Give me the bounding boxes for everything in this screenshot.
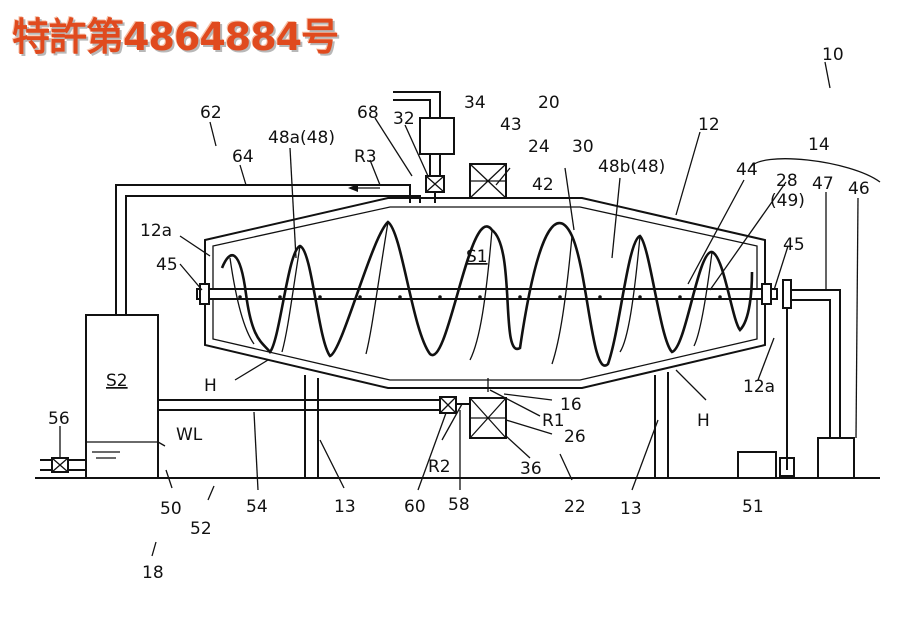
label-54: 54: [246, 497, 268, 517]
tank-S2: [85, 314, 159, 479]
shaft-flange: [782, 279, 792, 309]
label-S2: S2: [106, 371, 128, 391]
drain-valve-56-x: [51, 457, 69, 473]
water-level: [86, 441, 158, 459]
label-R2: R2: [428, 457, 451, 477]
leader-lines: [59, 61, 859, 557]
label-56: 56: [48, 409, 70, 429]
label-44: 44: [736, 160, 758, 180]
label-R3: R3: [354, 147, 377, 167]
label-47: 47: [812, 174, 834, 194]
label-12a-left: 12a: [140, 221, 172, 241]
label-45-right: 45: [783, 235, 805, 255]
label-R1: R1: [542, 411, 565, 431]
patent-number-title: 特許第4864884号: [12, 15, 339, 59]
flow-arrow-R3-head: [348, 184, 358, 192]
label-16: 16: [560, 395, 582, 415]
label-12a-right: 12a: [743, 377, 775, 397]
label-10: 10: [822, 45, 844, 65]
label-48b: 48b(48): [598, 157, 665, 177]
label-62: 62: [200, 103, 222, 123]
return-pipe-inner: [125, 195, 421, 315]
rotating-shaft: [196, 288, 778, 300]
helical-blade-back: [229, 221, 713, 365]
return-pipe: [115, 184, 411, 315]
valve-60-x: [439, 396, 457, 414]
label-58: 58: [448, 495, 470, 515]
label-60: 60: [404, 497, 426, 517]
drive-motor-46: [817, 437, 855, 479]
label-18: 18: [142, 563, 164, 583]
label-28: 28: [776, 171, 798, 191]
label-51: 51: [742, 497, 764, 517]
bottom-seal-26-x: [469, 397, 507, 439]
shaft-holes: [238, 295, 722, 299]
label-WL: WL: [176, 425, 203, 445]
label-34: 34: [464, 93, 486, 113]
label-45-left: 45: [156, 255, 178, 275]
label-13-a: 13: [334, 497, 356, 517]
label-14: 14: [808, 135, 830, 155]
label-12: 12: [698, 115, 720, 135]
label-13-b: 13: [620, 499, 642, 519]
leg-right: [654, 372, 669, 478]
vent-box: [419, 117, 455, 155]
bearing-left: [199, 283, 210, 305]
label-H-left: H: [204, 376, 217, 396]
drum-outer-shell: [204, 197, 766, 389]
label-49: (49): [770, 191, 805, 211]
label-32: 32: [393, 109, 415, 129]
leg-left: [304, 375, 319, 478]
label-20: 20: [538, 93, 560, 113]
label-42: 42: [532, 175, 554, 195]
label-24: 24: [528, 137, 550, 157]
drum-inner-wall: [212, 206, 758, 381]
drive-rod: [779, 308, 795, 477]
label-43: 43: [500, 115, 522, 135]
label-H-right: H: [697, 411, 710, 431]
drive-pipe: [791, 289, 841, 438]
label-S1: S1: [466, 247, 488, 267]
label-36: 36: [520, 459, 542, 479]
label-52: 52: [190, 519, 212, 539]
label-26: 26: [564, 427, 586, 447]
bearing-right: [761, 283, 772, 305]
valve-32-x: [425, 175, 445, 193]
label-22: 22: [564, 497, 586, 517]
label-46: 46: [848, 179, 870, 199]
label-68: 68: [357, 103, 379, 123]
unit-51: [737, 451, 777, 479]
label-48a: 48a(48): [268, 128, 335, 148]
label-30: 30: [572, 137, 594, 157]
brace-14: [749, 158, 881, 183]
supply-pipe-54: [158, 399, 440, 411]
label-50: 50: [160, 499, 182, 519]
label-64: 64: [232, 147, 254, 167]
